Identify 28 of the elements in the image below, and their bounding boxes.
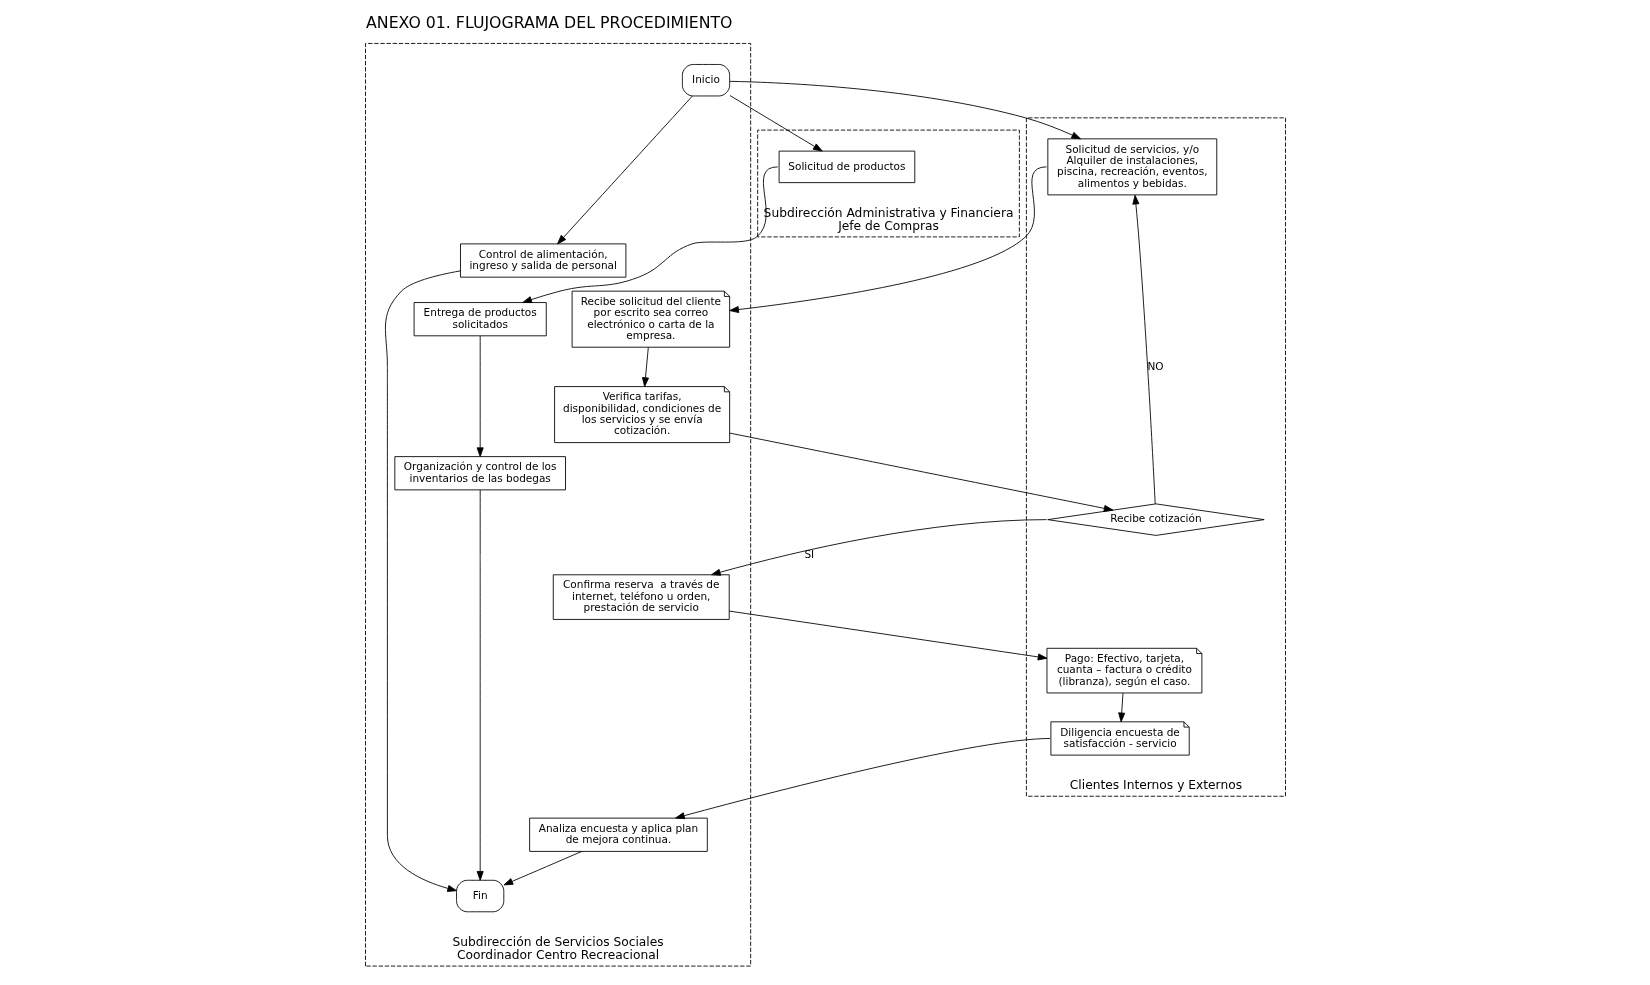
node-box: Solicitud de productos <box>778 150 915 184</box>
arrow <box>384 270 461 892</box>
arrow <box>503 851 582 886</box>
node-box: Confirma reserva a través de internet, teléfono u orden, prestación de servicio <box>552 574 730 620</box>
arrow <box>641 346 649 387</box>
node-box: Control de alimentación, ingreso y salida de personal <box>459 243 626 278</box>
edge-label: NO <box>1146 359 1164 372</box>
arrow <box>710 519 1047 576</box>
arrow <box>476 489 484 881</box>
node-box: Inicio <box>681 64 730 97</box>
arrow <box>728 166 1047 314</box>
arrow <box>728 610 1047 661</box>
arrow <box>476 335 484 457</box>
node-box: Fin <box>455 879 504 913</box>
arrow <box>1131 194 1156 505</box>
arrow <box>1117 692 1125 723</box>
arrow <box>728 432 1113 512</box>
arrow <box>674 738 1050 820</box>
arrow <box>556 95 693 245</box>
node-box: Analiza encuesta y aplica plan de mejora continua. <box>528 817 708 852</box>
diagram-title: ANEXO 01. FLUJOGRAMA DEL PROCEDIMIENTO <box>365 13 733 33</box>
arrow <box>521 166 778 303</box>
node-box: Entrega de productos solicitados <box>413 302 547 337</box>
node-box: Organización y control de los inventarios de las bodegas <box>393 456 566 491</box>
edge-label: SI <box>803 547 814 560</box>
arrow <box>728 95 823 152</box>
arrow <box>728 80 1081 140</box>
node-box: Solicitud de servicios, y/o Alquiler de instalaciones, piscina, recreación, eventos, alimentos y bebidas. <box>1046 138 1217 196</box>
